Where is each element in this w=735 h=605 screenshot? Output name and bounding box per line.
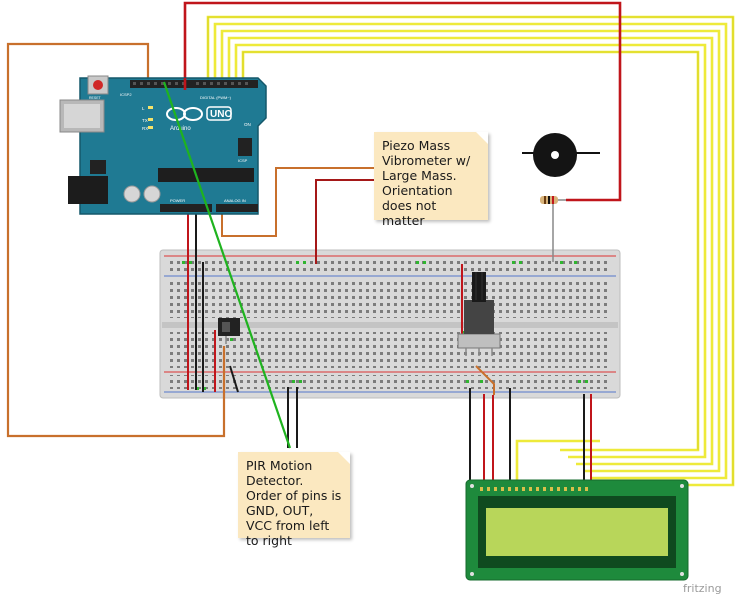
potentiometer bbox=[457, 272, 501, 356]
icsp-label: ICSP bbox=[238, 158, 248, 163]
digital-header bbox=[130, 80, 258, 88]
power-label: POWER bbox=[170, 198, 185, 203]
reset-label: RESET bbox=[89, 96, 102, 100]
slide-switch bbox=[218, 318, 240, 344]
led-tx-label: TX bbox=[142, 118, 148, 123]
power-jack bbox=[68, 176, 108, 204]
pir-orange-wire bbox=[6, 42, 226, 438]
analog-label: ANALOG IN bbox=[224, 198, 246, 203]
digital-label: DIGITAL (PWM~) bbox=[200, 95, 232, 100]
led-on-label: ON bbox=[244, 122, 251, 127]
piezo-orange-wire bbox=[221, 167, 374, 237]
led-rx-label: RX bbox=[142, 126, 148, 131]
icsp-header bbox=[238, 138, 252, 156]
lcd-display bbox=[465, 479, 689, 581]
piezo-red-wire bbox=[315, 179, 374, 264]
green-signal-wire bbox=[162, 81, 292, 449]
breadboard bbox=[159, 249, 621, 399]
pot-orange-wire bbox=[475, 365, 495, 395]
pir-note: PIR Motion Detector. Order of pins is GN… bbox=[238, 452, 350, 548]
atmega-chip bbox=[158, 168, 254, 182]
pir-note-text: PIR Motion Detector. Order of pins is GN… bbox=[246, 458, 342, 548]
fritzing-watermark: fritzing bbox=[683, 582, 722, 595]
piezo-note: Piezo Mass Vibrometer w/ Large Mass. Ori… bbox=[374, 132, 488, 228]
power-header bbox=[160, 204, 212, 212]
pot-black-wire bbox=[229, 365, 239, 393]
piezo-buzzer bbox=[522, 133, 600, 177]
resistor bbox=[540, 196, 566, 262]
led-l-label: L bbox=[142, 106, 145, 111]
analog-header bbox=[216, 204, 258, 212]
buzzer-red-wire bbox=[183, 1, 622, 202]
piezo-note-text: Piezo Mass Vibrometer w/ Large Mass. Ori… bbox=[382, 138, 471, 228]
icsp2-label: ICSP2 bbox=[120, 92, 132, 97]
arduino-uno-board: UNO Arduino DIGITAL (PWM~) POWER ANALOG … bbox=[59, 75, 267, 215]
board-logo-text: UNO bbox=[210, 109, 232, 120]
